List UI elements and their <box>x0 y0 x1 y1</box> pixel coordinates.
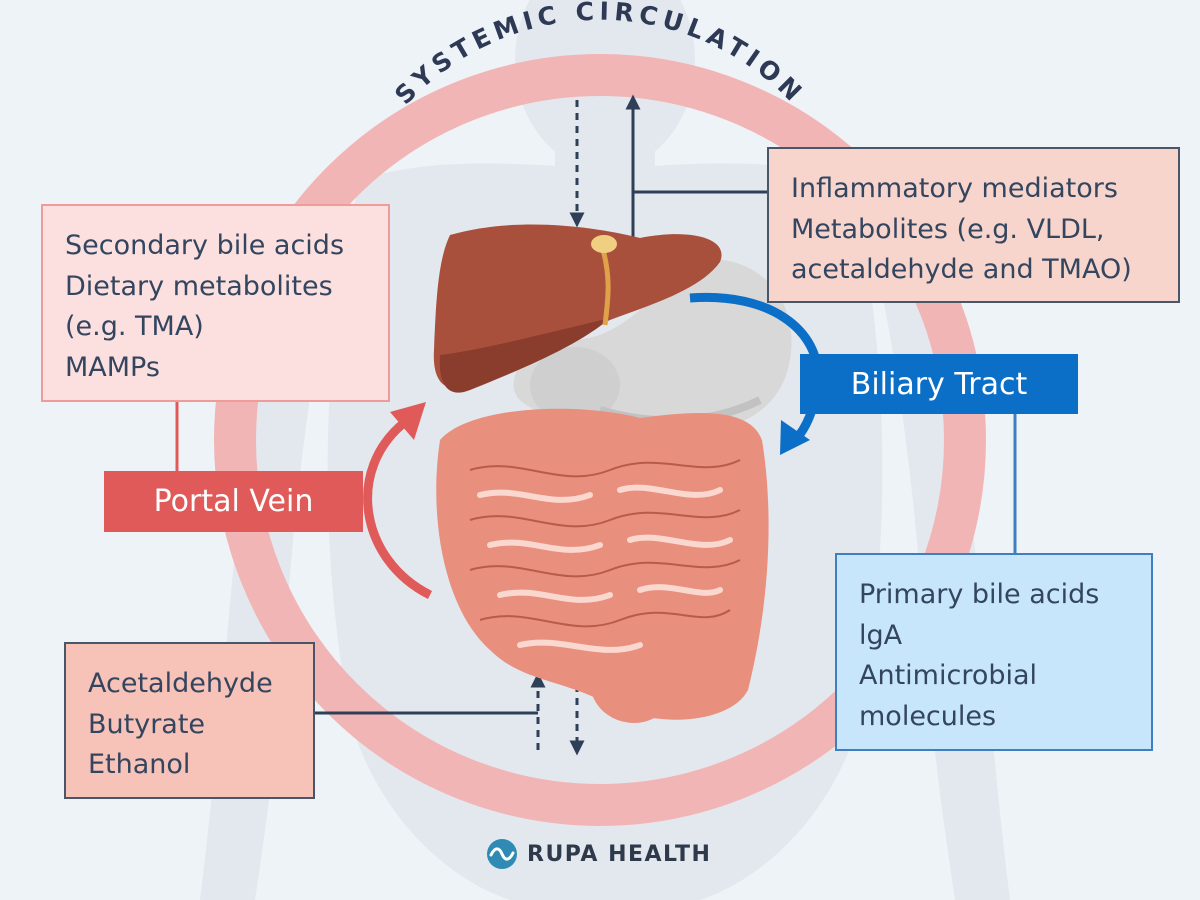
primary-bile-acids-box: Primary bile acids lgA Antimicrobial mol… <box>835 553 1153 751</box>
box-line: lgA <box>859 619 903 651</box>
intestine-illustration <box>436 408 769 723</box>
box-line: Inflammatory mediators <box>791 173 1118 204</box>
acetaldehyde-box: Acetaldehyde Butyrate Ethanol <box>64 642 315 799</box>
box-line: Antimicrobial <box>859 660 1038 691</box>
secondary-bile-acids-box: Secondary bile acids Dietary metabolites… <box>41 204 390 402</box>
box-line: MAMPs <box>65 351 160 383</box>
box-line: Acetaldehyde <box>88 668 273 699</box>
biliary-tract-label: Biliary Tract <box>800 354 1078 414</box>
liver-illustration <box>433 224 722 393</box>
box-line: (e.g. TMA) <box>65 311 204 342</box>
portal-vein-label: Portal Vein <box>104 471 363 532</box>
circulation-ring <box>214 54 986 826</box>
box-line: Secondary bile acids <box>65 230 345 261</box>
rupa-health-logo: RUPA HEALTH <box>486 834 711 874</box>
logo-icon <box>487 839 517 869</box>
portal-vein-arrow <box>363 402 433 600</box>
box-line: Dietary metabolites <box>65 270 333 302</box>
box-line: molecules <box>859 700 997 732</box>
inflammatory-mediators-box: Inflammatory mediators Metabolites (e.g.… <box>767 147 1180 303</box>
box-line: Primary bile acids <box>859 579 1100 610</box>
box-line: Butyrate <box>88 708 206 740</box>
box-line: acetaldehyde and TMAO) <box>791 254 1132 285</box>
box-line: Ethanol <box>88 749 191 780</box>
logo-text: RUPA HEALTH <box>527 841 712 867</box>
box-line: Metabolites (e.g. VLDL, <box>791 213 1105 245</box>
